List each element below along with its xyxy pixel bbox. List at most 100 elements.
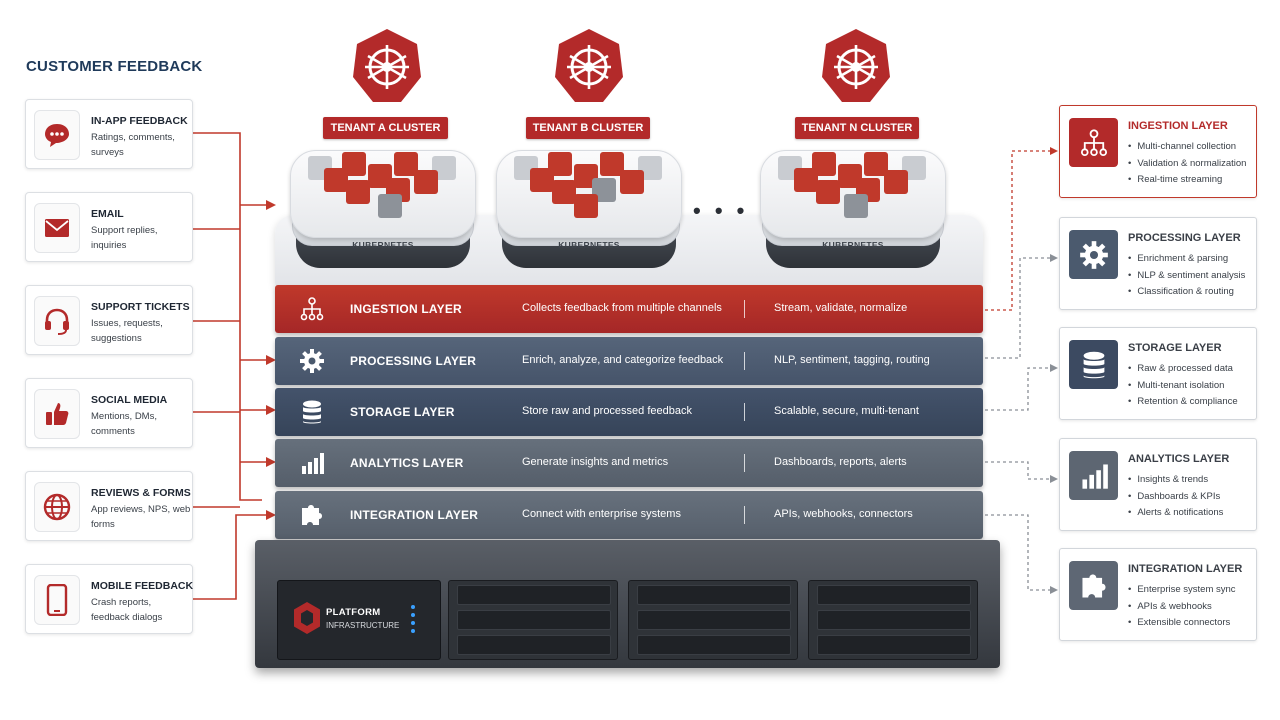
source-description: Ratings, comments, surveys bbox=[91, 132, 175, 158]
layer-card-list: Enrichment & parsing NLP & sentiment ana… bbox=[1128, 251, 1245, 301]
band-description: Generate insights and metrics bbox=[522, 456, 669, 468]
envelope-icon bbox=[34, 203, 80, 253]
platform-infrastructure-panel: PLATFORM INFRASTRUCTURE bbox=[277, 580, 441, 660]
kubernetes-logo-icon bbox=[353, 29, 421, 102]
band-processing-layer[interactable]: PROCESSING LAYER Enrich, analyze, and ca… bbox=[275, 337, 983, 385]
layer-card-list: Multi-channel collection Validation & no… bbox=[1128, 139, 1246, 189]
source-card-mobile-feedback[interactable]: MOBILE FEEDBACK Crash reports, feedback … bbox=[25, 564, 193, 634]
layer-card-item: Multi-tenant isolation bbox=[1128, 378, 1238, 395]
source-title: EMAIL bbox=[91, 208, 124, 220]
cluster-platform-label: KUBERNETES bbox=[822, 240, 884, 250]
band-tags: Dashboards, reports, alerts bbox=[774, 456, 907, 468]
database-icon bbox=[1069, 340, 1118, 389]
band-title: INGESTION LAYER bbox=[350, 302, 462, 316]
source-description: Mentions, DMs, comments bbox=[91, 411, 157, 437]
source-description: Crash reports, feedback dialogs bbox=[91, 597, 163, 623]
source-title: SOCIAL MEDIA bbox=[91, 394, 168, 406]
server-chassis: PLATFORM INFRASTRUCTURE bbox=[255, 540, 1000, 668]
drive-bay bbox=[448, 580, 618, 660]
layer-card-item: Enrichment & parsing bbox=[1128, 251, 1245, 268]
band-description: Store raw and processed feedback bbox=[522, 405, 692, 417]
source-title: MOBILE FEEDBACK bbox=[91, 580, 194, 592]
bar-chart-icon bbox=[299, 450, 325, 476]
layer-card-item: Multi-channel collection bbox=[1128, 139, 1246, 156]
layer-card-item: NLP & sentiment analysis bbox=[1128, 268, 1245, 285]
layer-card-storage[interactable]: STORAGE LAYER Raw & processed data Multi… bbox=[1059, 327, 1257, 420]
cluster-label-tenant-a: TENANT A CLUSTER bbox=[323, 117, 448, 139]
band-integration-layer[interactable]: INTEGRATION LAYER Connect with enterpris… bbox=[275, 491, 983, 539]
layer-card-item: Alerts & notifications bbox=[1128, 505, 1223, 522]
thumbs-up-icon bbox=[34, 389, 80, 439]
gear-icon bbox=[299, 348, 325, 374]
puzzle-icon bbox=[299, 502, 325, 528]
source-title: REVIEWS & FORMS bbox=[91, 487, 191, 499]
layer-card-item: Enterprise system sync bbox=[1128, 582, 1235, 599]
network-icon bbox=[299, 296, 325, 322]
layer-card-title: INTEGRATION LAYER bbox=[1128, 563, 1243, 575]
layer-card-title: ANALYTICS LAYER bbox=[1128, 453, 1230, 465]
source-description: Support replies, inquiries bbox=[91, 225, 158, 251]
layer-card-item: APIs & webhooks bbox=[1128, 599, 1236, 616]
cluster-platform-label: KUBERNETES bbox=[352, 240, 414, 250]
cluster-platform-label: KUBERNETES bbox=[558, 240, 620, 250]
band-title: PROCESSING LAYER bbox=[350, 354, 477, 368]
layer-card-title: STORAGE LAYER bbox=[1128, 342, 1222, 354]
cluster-node-tenant-b: KUBERNETES bbox=[496, 150, 682, 270]
band-tags: APIs, webhooks, connectors bbox=[774, 508, 913, 520]
status-leds-icon bbox=[411, 605, 415, 633]
layer-card-processing[interactable]: PROCESSING LAYER Enrichment & parsing NL… bbox=[1059, 217, 1257, 310]
band-description: Connect with enterprise systems bbox=[522, 508, 681, 520]
layer-card-ingestion[interactable]: INGESTION LAYER Multi-channel collection… bbox=[1059, 105, 1257, 198]
layer-card-list: Raw & processed data Multi-tenant isolat… bbox=[1128, 361, 1238, 411]
kubernetes-logo-icon bbox=[555, 29, 623, 102]
cluster-node-tenant-n: KUBERNETES bbox=[760, 150, 946, 270]
source-card-support-tickets[interactable]: SUPPORT TICKETS Issues, requests, sugges… bbox=[25, 285, 193, 355]
cluster-label-tenant-n: TENANT N CLUSTER bbox=[795, 117, 919, 139]
layer-card-item: Real-time streaming bbox=[1128, 172, 1246, 189]
layer-card-item: Retention & compliance bbox=[1128, 394, 1237, 411]
layer-card-item: Validation & normalization bbox=[1128, 156, 1246, 173]
server-subtitle: INFRASTRUCTURE bbox=[326, 621, 400, 630]
layer-card-list: Insights & trends Dashboards & KPIs Aler… bbox=[1128, 472, 1223, 522]
source-card-email[interactable]: EMAIL Support replies, inquiries bbox=[25, 192, 193, 262]
band-title: INTEGRATION LAYER bbox=[350, 508, 479, 522]
drive-bay bbox=[808, 580, 978, 660]
source-card-in-app-feedback[interactable]: IN-APP FEEDBACK Ratings, comments, surve… bbox=[25, 99, 193, 169]
gear-icon bbox=[1069, 230, 1118, 279]
server-title: PLATFORM bbox=[326, 607, 381, 618]
puzzle-icon bbox=[1069, 561, 1118, 610]
band-storage-layer[interactable]: STORAGE LAYER Store raw and processed fe… bbox=[275, 388, 983, 436]
more-clusters-ellipsis: • • • bbox=[693, 198, 749, 223]
band-ingestion-layer[interactable]: INGESTION LAYER Collects feedback from m… bbox=[275, 285, 983, 333]
source-card-social-media[interactable]: SOCIAL MEDIA Mentions, DMs, comments bbox=[25, 378, 193, 448]
page-title: CUSTOMER FEEDBACK bbox=[26, 58, 203, 75]
headset-icon bbox=[34, 296, 80, 346]
source-description: Issues, requests, suggestions bbox=[91, 318, 163, 344]
band-title: ANALYTICS LAYER bbox=[350, 456, 464, 470]
layer-card-list: Enterprise system sync APIs & webhooks E… bbox=[1128, 582, 1236, 632]
source-description: App reviews, NPS, web forms bbox=[91, 504, 191, 530]
source-card-reviews-forms[interactable]: REVIEWS & FORMS App reviews, NPS, web fo… bbox=[25, 471, 193, 541]
layer-card-analytics[interactable]: ANALYTICS LAYER Insights & trends Dashbo… bbox=[1059, 438, 1257, 531]
layer-card-title: PROCESSING LAYER bbox=[1128, 232, 1241, 244]
network-icon bbox=[1069, 118, 1118, 167]
layer-card-item: Classification & routing bbox=[1128, 284, 1245, 301]
band-description: Collects feedback from multiple channels bbox=[522, 302, 722, 314]
globe-icon bbox=[34, 482, 80, 532]
cluster-node-tenant-a: KUBERNETES bbox=[290, 150, 476, 270]
layer-card-title: INGESTION LAYER bbox=[1128, 120, 1228, 132]
layer-card-item: Raw & processed data bbox=[1128, 361, 1238, 378]
chat-bubble-icon bbox=[34, 110, 80, 160]
platform-logo-icon bbox=[294, 602, 320, 634]
bar-chart-icon bbox=[1069, 451, 1118, 500]
layer-card-integration[interactable]: INTEGRATION LAYER Enterprise system sync… bbox=[1059, 548, 1257, 641]
layer-card-item: Extensible connectors bbox=[1128, 615, 1236, 632]
layer-card-item: Insights & trends bbox=[1128, 472, 1223, 489]
band-analytics-layer[interactable]: ANALYTICS LAYER Generate insights and me… bbox=[275, 439, 983, 487]
band-tags: Stream, validate, normalize bbox=[774, 302, 908, 314]
cluster-label-tenant-b: TENANT B CLUSTER bbox=[526, 117, 650, 139]
drive-bay bbox=[628, 580, 798, 660]
band-title: STORAGE LAYER bbox=[350, 405, 455, 419]
band-description: Enrich, analyze, and categorize feedback bbox=[522, 354, 724, 366]
layer-card-item: Dashboards & KPIs bbox=[1128, 489, 1223, 506]
